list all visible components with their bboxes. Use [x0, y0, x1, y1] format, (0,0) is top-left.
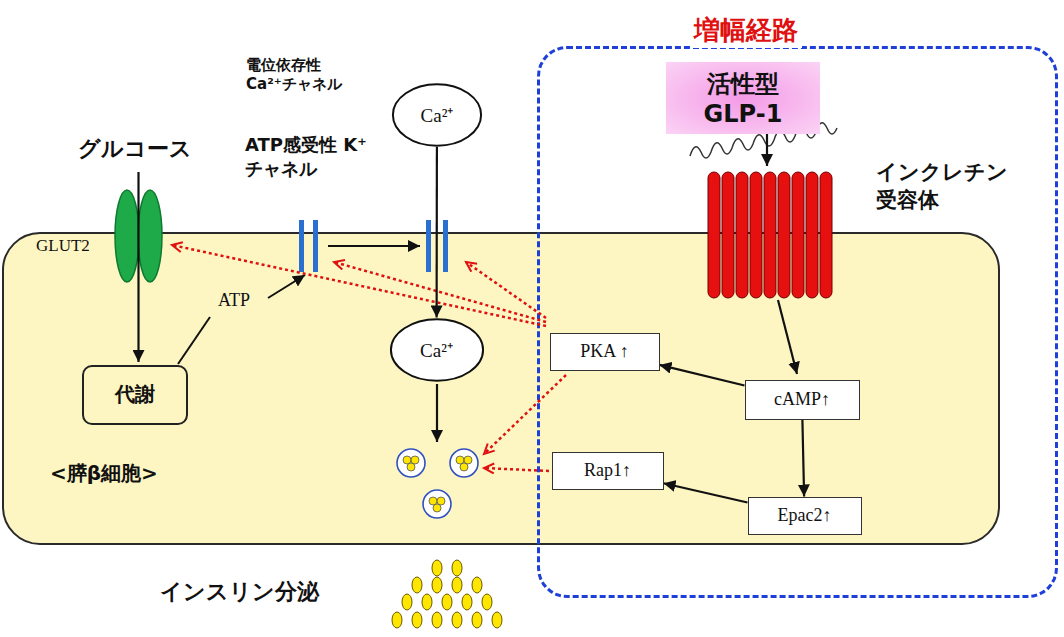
receptor-symbol [708, 172, 832, 298]
ion-circle: Ca²⁺ [390, 318, 484, 382]
molecule-label: ATP [218, 290, 250, 311]
signal-box: cAMP↑ [745, 380, 860, 420]
signal-box: Epac2↑ [748, 497, 862, 535]
transporter-symbol [138, 190, 162, 282]
flow-line [178, 317, 210, 364]
node-label: Epac2↑ [778, 505, 832, 526]
flow-arrow [660, 365, 745, 386]
transporter-label: GLUT2 [36, 236, 90, 256]
ion-circle: Ca²⁺ [392, 83, 482, 147]
region-title: 増幅経路 [690, 13, 802, 48]
node-label: 代謝 [115, 381, 155, 408]
flow-arrow [664, 483, 748, 502]
receptor-label: インクレチン 受容体 [876, 158, 1036, 214]
signal-box: Rap1↑ [552, 452, 664, 490]
node-label: cAMP↑ [774, 389, 830, 410]
flow-arrow [436, 147, 438, 318]
node-label: PKA ↑ [580, 341, 629, 362]
process-label: インスリン分泌 [160, 577, 319, 607]
signal-box: PKA ↑ [550, 333, 660, 371]
flow-arrow [137, 172, 139, 362]
node-label: 活性型 GLP-1 [678, 68, 808, 128]
node-label: Ca²⁺ [421, 102, 454, 128]
flow-arrow [778, 300, 797, 374]
flow-arrow [436, 384, 438, 442]
granule-symbol [397, 449, 478, 518]
transporter-symbol [115, 190, 139, 282]
peptide-symbol [690, 123, 837, 158]
ion-ellipse [390, 319, 482, 380]
regulation-arrow [172, 245, 566, 471]
flow-arrow [766, 133, 768, 166]
flow-arrow [268, 275, 305, 298]
process-box: 代謝 [82, 365, 188, 425]
flow-arrow [802, 420, 804, 497]
node-label: Ca²⁺ [420, 337, 453, 363]
channel-symbol [313, 220, 318, 272]
channel-label: 電位依存性 Ca²⁺チャネル [246, 56, 356, 94]
channel-symbol [426, 220, 431, 272]
channel-symbol [443, 220, 448, 272]
insulin-symbol [392, 560, 502, 628]
node-label: Rap1↑ [584, 460, 631, 481]
ion-ellipse [393, 84, 481, 145]
channel-symbol [299, 220, 304, 272]
flow-arrow [328, 245, 420, 247]
cell-label: <膵β細胞> [50, 460, 158, 487]
substance-label: グルコース [78, 134, 192, 164]
channel-label: ATP感受性 K⁺チャネル [245, 133, 375, 181]
hormone-box: 活性型 GLP-1 [666, 62, 820, 134]
